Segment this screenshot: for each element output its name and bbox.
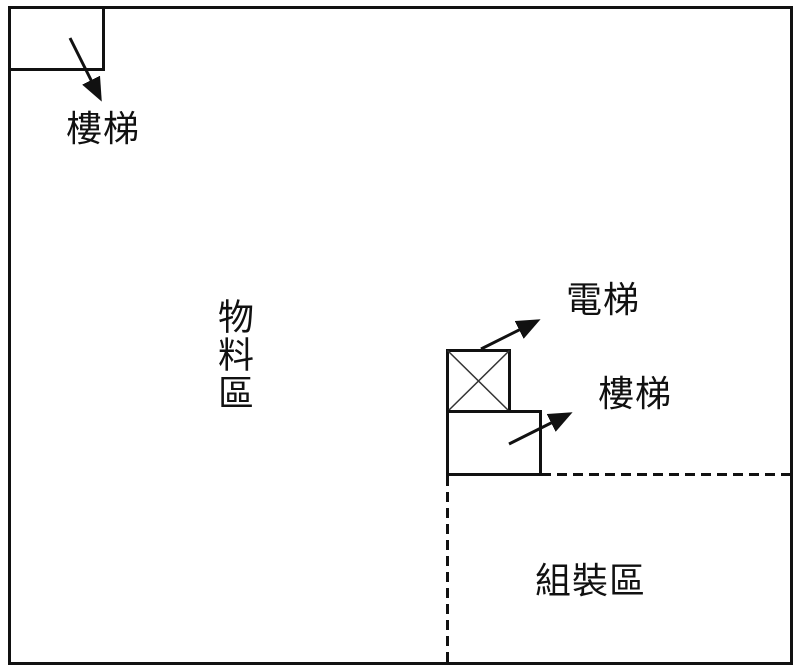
elevator-label: 電梯	[566, 280, 641, 321]
stairs-label-top-left: 樓梯	[66, 109, 141, 150]
stairs-box-top-left	[8, 6, 105, 71]
stairs-arrow-top-left	[68, 37, 102, 102]
stairs-box-center	[446, 410, 542, 476]
elevator-arrow	[480, 319, 541, 351]
material-area-label: 物料區	[212, 298, 253, 412]
assembly-area-label: 組裝區	[535, 561, 647, 602]
stairs-label-center: 樓梯	[598, 374, 673, 415]
stairs-arrow-center	[508, 412, 573, 446]
outer-wall	[8, 6, 793, 665]
elevator-cross-2	[446, 349, 511, 413]
